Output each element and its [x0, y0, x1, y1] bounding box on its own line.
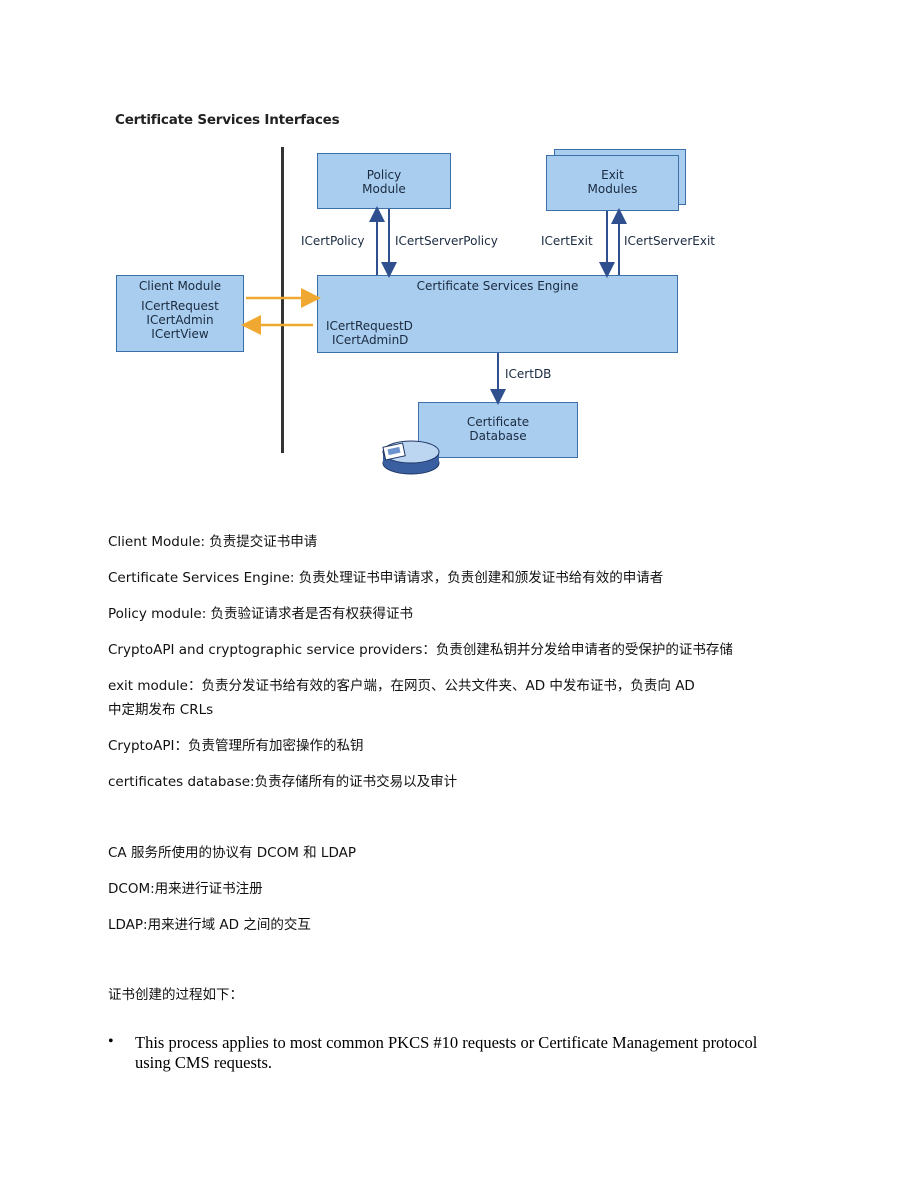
certificate-database-box: Certificate Database: [418, 402, 578, 458]
exit-modules-label-1: Exit: [601, 168, 624, 182]
policy-module-label-2: Module: [362, 182, 406, 196]
doc-line: LDAP:用来进行域 AD 之间的交互: [108, 917, 311, 933]
doc-line: Certificate Services Engine: 负责处理证书申请请求，…: [108, 570, 664, 586]
doc-line: CryptoAPI：负责管理所有加密操作的私钥: [108, 738, 364, 754]
icertserverpolicy-label: ICertServerPolicy: [395, 234, 498, 248]
database-label-1: Certificate: [466, 415, 530, 429]
icertexit-label: ICertExit: [541, 234, 593, 248]
certificate-services-engine-box: Certificate Services Engine ICertRequest…: [317, 275, 678, 353]
client-module-title: Client Module: [138, 279, 222, 293]
doc-line: CA 服务所使用的协议有 DCOM 和 LDAP: [108, 845, 356, 861]
database-disk-icon: [382, 440, 440, 475]
doc-line: Client Module: 负责提交证书申请: [108, 534, 318, 550]
exit-modules-label-2: Modules: [587, 182, 638, 196]
bullet-text: This process applies to most common PKCS…: [135, 1033, 758, 1072]
engine-interface: ICertRequestD: [326, 319, 413, 333]
doc-line: certificates database:负责存储所有的证书交易以及审计: [108, 774, 458, 790]
client-module-interface: ICertView: [151, 327, 209, 341]
doc-line: 证书创建的过程如下：: [108, 987, 243, 1003]
database-label-2: Database: [469, 429, 527, 443]
doc-line: exit module：负责分发证书给有效的客户端，在网页、公共文件夹、AD 中…: [108, 678, 695, 694]
policy-module-box: Policy Module: [317, 153, 451, 209]
doc-line: Policy module: 负责验证请求者是否有权获得证书: [108, 606, 414, 622]
engine-title: Certificate Services Engine: [416, 279, 579, 293]
doc-line: 中定期发布 CRLs: [108, 702, 214, 718]
certificate-services-diagram: Certificate Services Interfaces Policy M…: [105, 105, 715, 485]
boundary-line: [281, 147, 284, 453]
client-module-interface: ICertAdmin: [146, 313, 214, 327]
icertserverexit-label: ICertServerExit: [624, 234, 716, 248]
client-module-box: Client Module ICertRequest ICertAdmin IC…: [116, 275, 244, 352]
exit-modules-box: Exit Modules: [546, 155, 679, 211]
diagram-arrows: [241, 206, 627, 405]
icertpolicy-label: ICertPolicy: [301, 234, 365, 248]
bullet-symbol: •: [108, 1033, 114, 1050]
doc-line: CryptoAPI and cryptographic service prov…: [108, 642, 733, 658]
doc-line: DCOM:用来进行证书注册: [108, 881, 263, 897]
engine-interface: ICertAdminD: [332, 333, 409, 347]
policy-module-label-1: Policy: [366, 168, 402, 182]
client-module-interface: ICertRequest: [141, 299, 219, 313]
icertdb-label: ICertDB: [505, 367, 552, 381]
diagram-title: Certificate Services Interfaces: [115, 112, 340, 128]
